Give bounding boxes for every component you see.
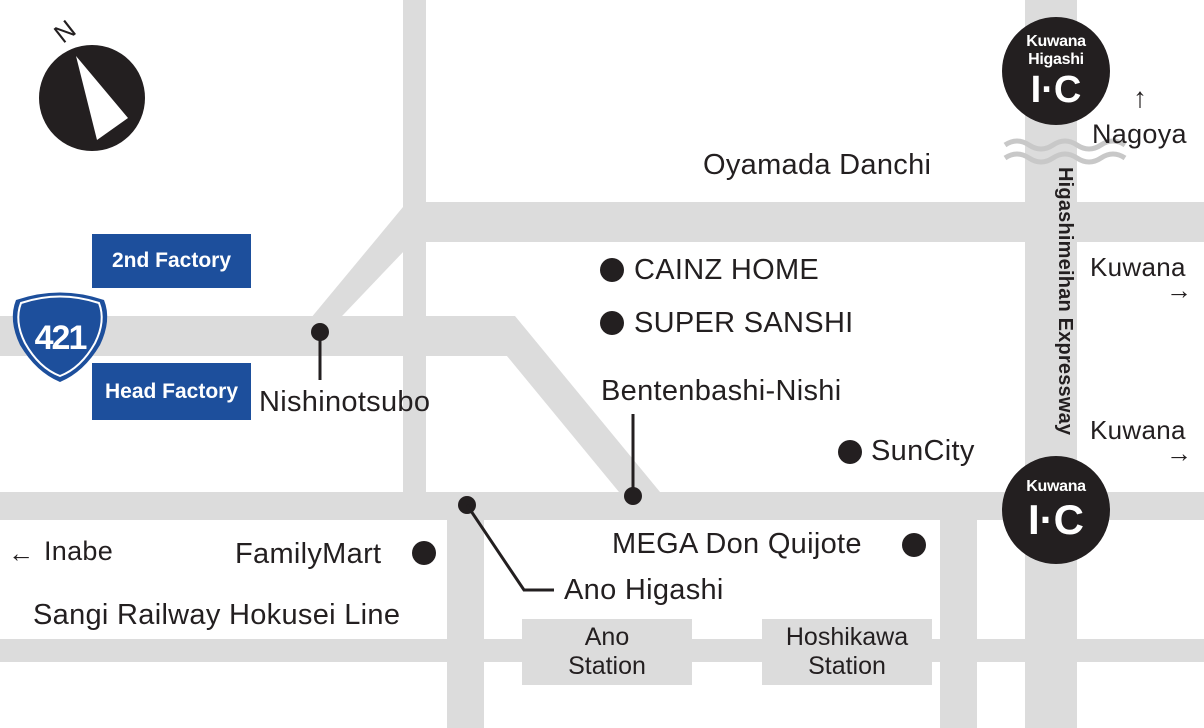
dot-suncity xyxy=(838,440,862,464)
ic-mark: I·C xyxy=(1028,496,1084,543)
ano-station: Ano Station xyxy=(522,619,692,685)
expressway-overpass xyxy=(1003,138,1127,165)
dot-familymart xyxy=(412,541,436,565)
road-diagonal-northwest xyxy=(296,207,426,336)
label-ano-higashi: Ano Higashi xyxy=(564,574,724,606)
label-bentenbashi-nishi: Bentenbashi-Nishi xyxy=(601,375,842,407)
label-nishinotsubo: Nishinotsubo xyxy=(259,386,431,418)
direction-nagoya-arrow: ↑ xyxy=(1133,82,1148,113)
label-oyamada-danchi: Oyamada Danchi xyxy=(703,149,932,181)
poi-dots xyxy=(412,258,926,565)
dot-mega-don xyxy=(902,533,926,557)
road-upper-horizontal xyxy=(405,202,1204,242)
kuwana-ic: Kuwana I·C xyxy=(1002,456,1110,564)
label-suncity: SunCity xyxy=(871,435,975,467)
expressway-label: Higashimeihan Expressway xyxy=(1054,167,1076,436)
compass-north-label: N xyxy=(48,14,81,49)
station-word: Station xyxy=(808,652,886,680)
ic-mark: I·C xyxy=(1030,69,1082,111)
compass: N xyxy=(39,14,145,151)
station-name: Hoshikawa xyxy=(785,623,909,651)
direction-inabe-arrow: ← xyxy=(8,538,35,568)
route-number: 421 xyxy=(35,319,87,357)
label-sangi-railway: Sangi Railway Hokusei Line xyxy=(33,599,401,631)
ic-name-line2: Higashi xyxy=(1028,51,1084,68)
direction-kuwana-2-arrow: → xyxy=(1166,438,1193,468)
dot-cainz xyxy=(600,258,624,282)
kuwana-higashi-ic: Kuwana Higashi I·C xyxy=(1002,17,1110,125)
ic-name-line1: Kuwana xyxy=(1026,478,1086,495)
road-vertical-left xyxy=(403,0,426,492)
ic-name-line1: Kuwana xyxy=(1026,33,1086,50)
road-diagonal-southeast xyxy=(474,316,660,492)
station-word: Station xyxy=(568,652,646,680)
road-vertical-hoshikawa xyxy=(940,492,977,728)
label-mega-don-quijote: MEGA Don Quijote xyxy=(612,528,862,560)
label-familymart: FamilyMart xyxy=(235,538,382,570)
direction-inabe-label: Inabe xyxy=(44,536,114,566)
head-factory-label: Head Factory xyxy=(92,363,251,420)
direction-kuwana-2-label: Kuwana xyxy=(1090,415,1186,445)
road-vertical-ano xyxy=(447,492,484,728)
route-421-shield: 421 xyxy=(12,292,108,382)
label-super-sanshi: SUPER SANSHI xyxy=(634,307,854,339)
dot-super-sanshi xyxy=(600,311,624,335)
direction-kuwana-1-arrow: → xyxy=(1166,275,1193,305)
station-name: Ano xyxy=(584,623,630,651)
direction-nagoya-label: Nagoya xyxy=(1092,119,1187,149)
second-factory-label: 2nd Factory xyxy=(92,234,251,288)
label-cainz-home: CAINZ HOME xyxy=(634,254,820,286)
leader-lines xyxy=(311,323,642,592)
direction-kuwana-1-label: Kuwana xyxy=(1090,252,1186,282)
compass-needle xyxy=(76,56,128,140)
hoshikawa-station: Hoshikawa Station xyxy=(762,619,932,685)
